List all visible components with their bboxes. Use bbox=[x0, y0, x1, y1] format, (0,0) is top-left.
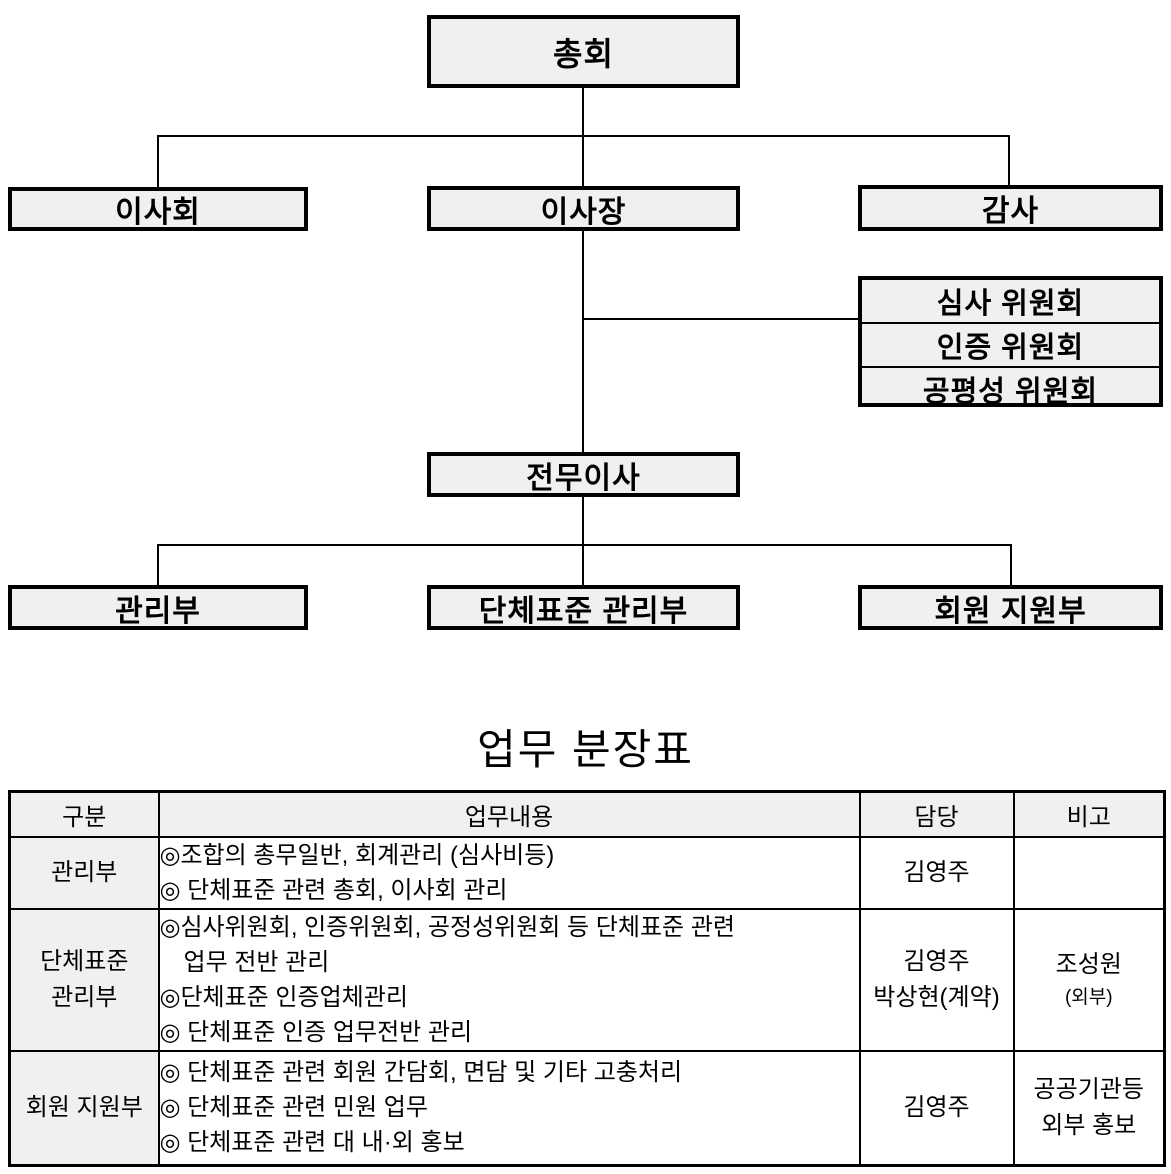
table-row: 관리부 ◎조합의 총무일반, 회계관리 (심사비등) ◎ 단체표준 관련 총회,… bbox=[8, 835, 1166, 910]
assignment-table: 구분 업무내용 담당 비고 관리부 ◎조합의 총무일반, 회계관리 (심사비등)… bbox=[8, 790, 1166, 1167]
remark-line: 공공기관등 bbox=[1033, 1075, 1144, 1103]
staff-cell: 김영주 bbox=[858, 1049, 1015, 1167]
connector-line bbox=[582, 496, 584, 586]
duties-cell: ◎조합의 총무일반, 회계관리 (심사비등) ◎ 단체표준 관련 총회, 이사회… bbox=[157, 835, 861, 910]
table-row: 회원 지원부 ◎ 단체표준 관련 회원 간담회, 면담 및 기타 고충처리 ◎ … bbox=[8, 1049, 1166, 1167]
table-row: 단체표준 관리부 ◎심사위원회, 인증위원회, 공정성위원회 등 단체표준 관련… bbox=[8, 907, 1166, 1052]
staff-cell: 김영주 박상현(계약) bbox=[858, 907, 1015, 1052]
duty-line: ◎조합의 총무일반, 회계관리 (심사비등) bbox=[159, 841, 555, 869]
header-staff: 담당 bbox=[858, 790, 1015, 838]
duty-line: ◎ 단체표준 관련 회원 간담회, 면담 및 기타 고충처리 bbox=[159, 1059, 683, 1087]
category-cell: 단체표준 관리부 bbox=[8, 907, 160, 1052]
duty-line: ◎심사위원회, 인증위원회, 공정성위원회 등 단체표준 관련 bbox=[159, 913, 735, 941]
org-node-standards-management-dept: 단체표준 관리부 bbox=[427, 585, 740, 630]
connector-line bbox=[582, 230, 584, 452]
staff-cell: 김영주 bbox=[858, 835, 1015, 910]
duty-line: ◎ 단체표준 인증 업무전반 관리 bbox=[159, 1018, 473, 1046]
header-duties: 업무내용 bbox=[157, 790, 861, 838]
category-cell: 회원 지원부 bbox=[8, 1049, 160, 1167]
duties-cell: ◎ 단체표준 관련 회원 간담회, 면담 및 기타 고충처리 ◎ 단체표준 관련… bbox=[157, 1049, 861, 1167]
org-node-certification-committee: 인증 위원회 bbox=[862, 322, 1159, 366]
connector-line bbox=[157, 544, 159, 586]
connector-line bbox=[582, 135, 584, 186]
remark-line: 조성원 bbox=[1055, 950, 1122, 978]
category-line: 단체표준 bbox=[40, 947, 129, 975]
connector-line bbox=[582, 88, 584, 136]
category-cell: 관리부 bbox=[8, 835, 160, 910]
org-node-executive-director: 전무이사 bbox=[427, 452, 740, 497]
org-node-impartiality-committee: 공평성 위원회 bbox=[862, 366, 1159, 410]
org-node-board-of-directors: 이사회 bbox=[8, 187, 308, 231]
connector-line bbox=[157, 544, 1012, 546]
staff-line: 박상현(계약) bbox=[873, 983, 1000, 1011]
duty-line: ◎ 단체표준 관련 총회, 이사회 관리 bbox=[159, 876, 508, 904]
remarks-cell bbox=[1012, 835, 1166, 910]
duty-line: ◎단체표준 인증업체관리 bbox=[159, 983, 408, 1011]
staff-line: 김영주 bbox=[903, 858, 970, 886]
org-node-member-support-dept: 회원 지원부 bbox=[858, 585, 1163, 630]
duties-cell: ◎심사위원회, 인증위원회, 공정성위원회 등 단체표준 관련 업무 전반 관리… bbox=[157, 907, 861, 1052]
header-remarks: 비고 bbox=[1012, 790, 1166, 838]
connector-line bbox=[1008, 135, 1010, 185]
table-header-row: 구분 업무내용 담당 비고 bbox=[8, 790, 1166, 838]
org-node-review-committee: 심사 위원회 bbox=[936, 288, 1085, 320]
category-line: 관리부 bbox=[51, 858, 118, 886]
staff-line: 김영주 bbox=[903, 947, 970, 975]
connector-line bbox=[582, 318, 858, 320]
committee-stack: 심사 위원회 인증 위원회 공평성 위원회 bbox=[858, 276, 1163, 410]
remarks-cell: 공공기관등 외부 홍보 bbox=[1012, 1049, 1166, 1167]
duty-line: 업무 전반 관리 bbox=[183, 948, 330, 976]
org-node-general-assembly: 총회 bbox=[427, 15, 740, 88]
duty-line: ◎ 단체표준 관련 민원 업무 bbox=[159, 1094, 428, 1122]
assignment-table-title: 업무 분장표 bbox=[477, 726, 694, 773]
duty-line: ◎ 단체표준 관련 대 내·외 홍보 bbox=[159, 1129, 465, 1157]
org-node-auditor: 감사 bbox=[858, 185, 1163, 231]
header-category: 구분 bbox=[8, 790, 160, 838]
staff-line: 김영주 bbox=[903, 1093, 970, 1121]
remark-line-small: (외부) bbox=[1064, 986, 1113, 1008]
connector-line bbox=[157, 135, 159, 187]
category-line: 회원 지원부 bbox=[25, 1093, 143, 1121]
remark-line: 외부 홍보 bbox=[1041, 1111, 1137, 1139]
org-node-chairman: 이사장 bbox=[427, 186, 740, 231]
remarks-cell: 조성원 (외부) bbox=[1012, 907, 1166, 1052]
category-line: 관리부 bbox=[51, 983, 118, 1011]
org-node-management-dept: 관리부 bbox=[8, 585, 308, 630]
connector-line bbox=[1010, 544, 1012, 586]
